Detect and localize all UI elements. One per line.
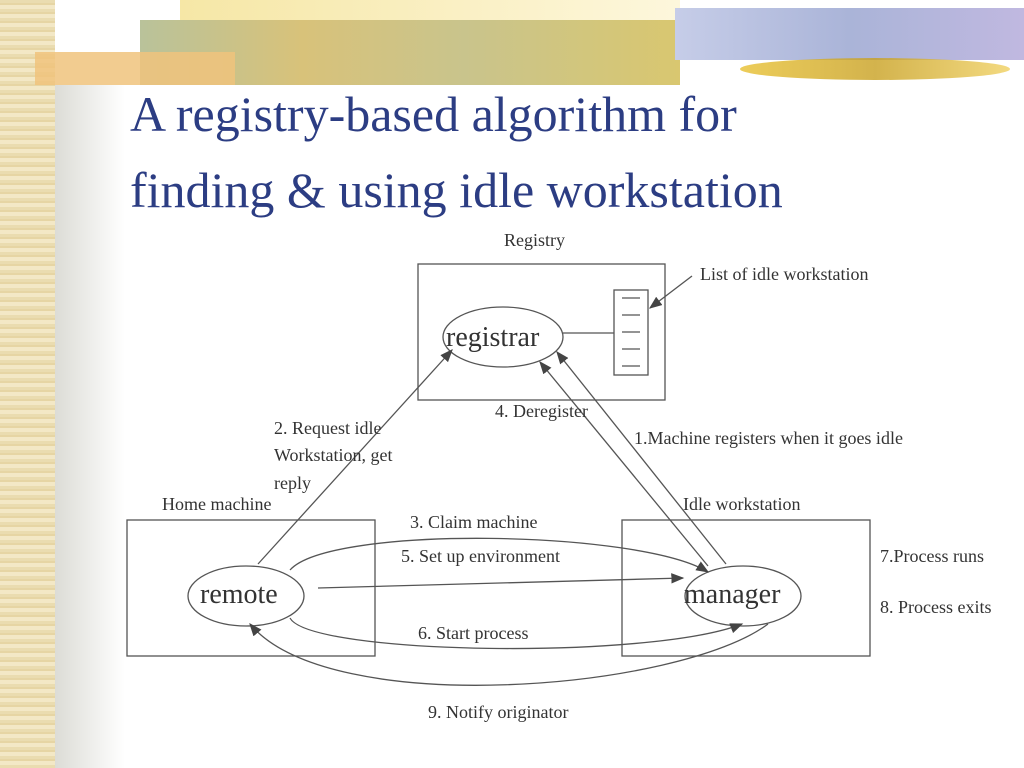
remote-node xyxy=(187,565,305,627)
arrow-claim xyxy=(289,537,710,573)
arrow-request xyxy=(257,349,453,565)
header-banner-orange xyxy=(35,52,235,85)
registry-label: Registry xyxy=(504,230,565,250)
step-3: 3. Claim machine xyxy=(410,512,538,532)
step-6: 6. Start process xyxy=(418,623,529,643)
registrar-label: registrar xyxy=(446,322,540,353)
slide-title: A registry-based algorithm for finding & … xyxy=(130,76,783,228)
step-9: 9. Notify originator xyxy=(428,702,569,722)
background-texture xyxy=(0,0,55,768)
arrow-deregister xyxy=(539,360,709,567)
step-2-line-3: reply xyxy=(274,473,311,493)
step-7: 7.Process runs xyxy=(880,546,984,566)
registrar-node xyxy=(442,306,564,368)
background-fade xyxy=(55,85,125,768)
step-8: 8. Process exits xyxy=(880,597,992,617)
remote-label: remote xyxy=(200,579,278,610)
step-2-line-1: 2. Request idle xyxy=(274,418,382,438)
registry-box xyxy=(417,263,666,401)
idle-workstation-label: Idle workstation xyxy=(683,494,801,514)
header-banner xyxy=(180,0,680,22)
step-1: 1.Machine registers when it goes idle xyxy=(634,428,903,448)
header-banner-wheat xyxy=(740,58,1010,80)
arrow-start xyxy=(289,617,744,650)
list-label: List of idle workstation xyxy=(700,264,869,284)
list-pointer-arrow xyxy=(648,275,693,309)
header-banner-blue xyxy=(675,8,1024,60)
idle-workstation-box xyxy=(621,519,871,657)
home-machine-label: Home machine xyxy=(162,494,272,514)
arrow-setup xyxy=(317,573,685,589)
title-line-1: A registry-based algorithm for xyxy=(130,86,737,142)
step-4: 4. Deregister xyxy=(495,401,588,421)
step-2-line-2: Workstation, get xyxy=(274,445,393,465)
step-5: 5. Set up environment xyxy=(401,546,560,566)
idle-list-entries xyxy=(622,297,640,367)
title-line-2: finding & using idle workstation xyxy=(130,162,783,218)
manager-label: manager xyxy=(684,579,781,610)
arrow-notify xyxy=(249,623,769,686)
home-machine-box xyxy=(126,519,376,657)
arrow-register xyxy=(556,350,727,565)
